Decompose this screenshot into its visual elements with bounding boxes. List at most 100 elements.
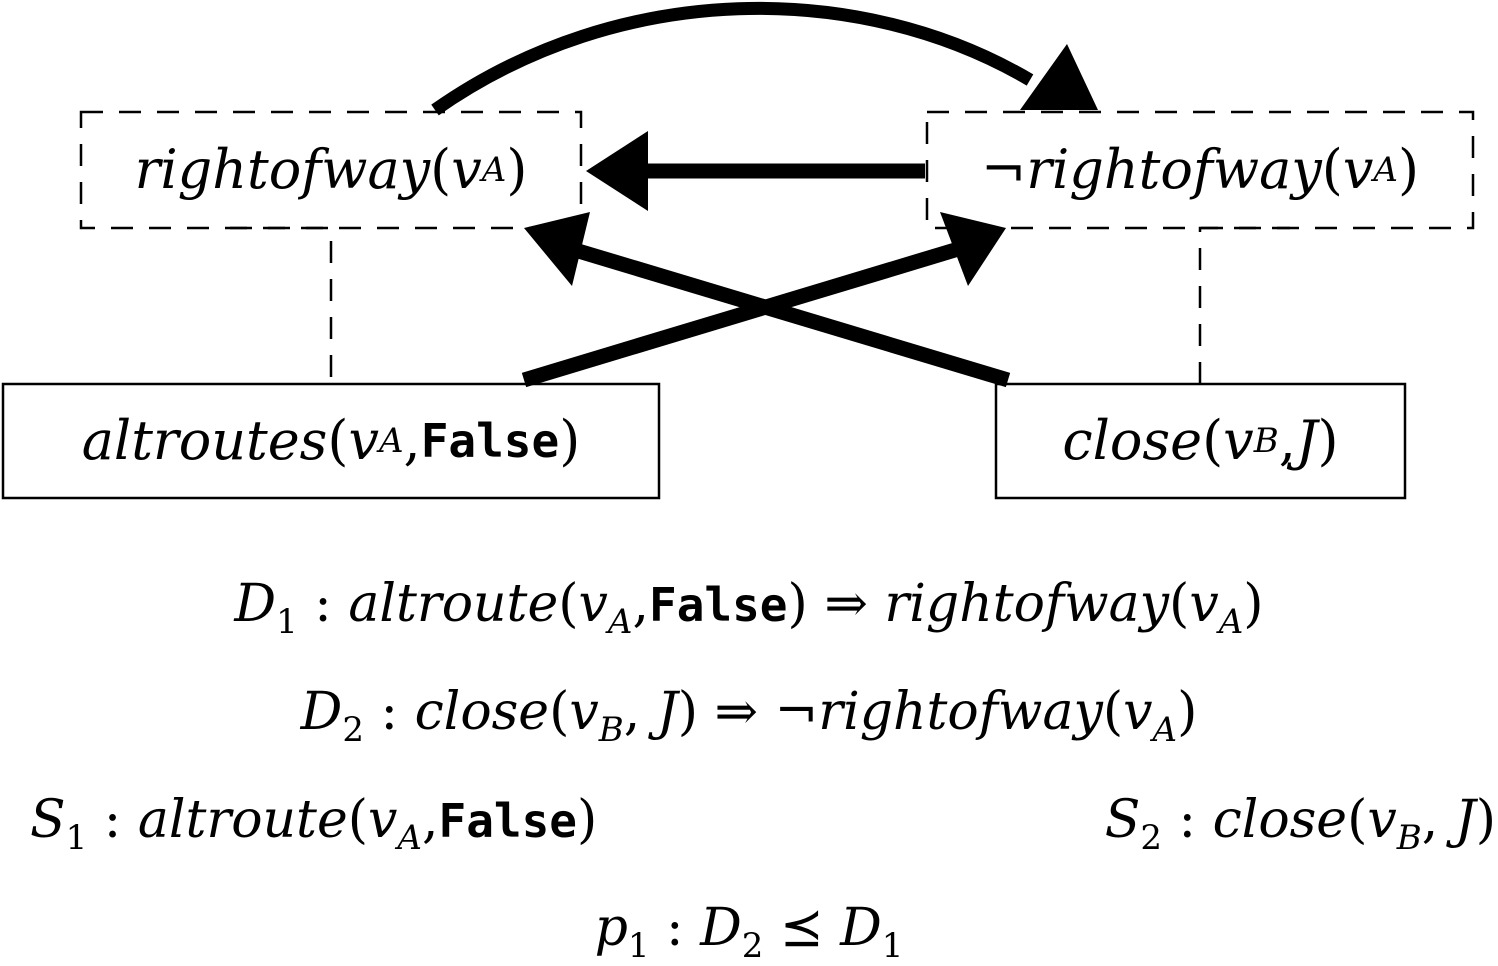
lhs: D bbox=[700, 898, 742, 958]
predicate: altroutes bbox=[81, 409, 328, 472]
rparen: ) bbox=[1475, 790, 1496, 850]
colon: : bbox=[666, 898, 684, 958]
arg: v bbox=[1367, 790, 1397, 850]
arg-sub: B bbox=[1253, 421, 1279, 461]
conclusion: rightofway bbox=[818, 682, 1103, 742]
arg: v bbox=[1189, 574, 1219, 634]
label: S bbox=[30, 790, 66, 850]
predicate: altroute bbox=[137, 790, 348, 850]
formula-d2: D2 : close(vB, J) ⇒ ¬rightofway(vA) bbox=[0, 686, 1498, 747]
arg: v bbox=[578, 574, 608, 634]
conclusion: rightofway bbox=[884, 574, 1170, 634]
arg: v bbox=[368, 790, 398, 850]
edge-arrow-rightofway-to-not bbox=[431, 1, 1034, 116]
lparen: ( bbox=[558, 574, 579, 634]
rparen: ) bbox=[787, 574, 808, 634]
label-sub: 2 bbox=[1140, 818, 1162, 858]
comma: , bbox=[1421, 790, 1455, 850]
rparen: ) bbox=[1317, 409, 1339, 472]
arg: v bbox=[348, 409, 379, 472]
rhs: D bbox=[840, 898, 882, 958]
arg-sub: B bbox=[598, 710, 624, 750]
comma: , bbox=[421, 790, 439, 850]
arg-sub: A bbox=[1152, 710, 1178, 750]
arg-sub: A bbox=[607, 602, 633, 642]
lparen: ( bbox=[1202, 409, 1224, 472]
arrowhead-cross-right bbox=[940, 212, 1006, 286]
rparen: ) bbox=[1243, 574, 1264, 634]
label-sub: 1 bbox=[276, 602, 298, 642]
predicate: rightofway bbox=[1026, 138, 1322, 201]
colon: : bbox=[103, 790, 122, 850]
const-false: False bbox=[649, 578, 788, 632]
colon: : bbox=[380, 682, 399, 742]
lparen: ( bbox=[549, 682, 570, 742]
arg-sub: A bbox=[397, 818, 422, 858]
arg-sub: A bbox=[481, 150, 507, 190]
negation-symbol: ¬ bbox=[774, 682, 819, 742]
negation-symbol: ¬ bbox=[980, 138, 1027, 201]
label-sub: 1 bbox=[627, 926, 650, 966]
dashed-link-altroutes-rightofway bbox=[230, 226, 333, 384]
predicate: close bbox=[1062, 409, 1203, 472]
arg: v bbox=[451, 138, 482, 201]
comma: , bbox=[623, 682, 657, 742]
arg-sub: A bbox=[1373, 150, 1398, 190]
label-sub: 1 bbox=[65, 818, 88, 858]
lparen: ( bbox=[1169, 574, 1190, 634]
arg: v bbox=[1123, 682, 1153, 742]
predicate: rightofway bbox=[134, 138, 431, 201]
arg: v bbox=[569, 682, 599, 742]
arg2: J bbox=[1454, 790, 1476, 850]
lparen: ( bbox=[1102, 682, 1124, 742]
arg-sub: B bbox=[1396, 818, 1422, 858]
comma: , bbox=[632, 574, 649, 634]
const-false: False bbox=[438, 794, 577, 848]
rparen: ) bbox=[506, 138, 528, 201]
rparen: ) bbox=[677, 682, 698, 742]
rhs-sub: 1 bbox=[881, 926, 904, 966]
node-box-not-rightofway bbox=[925, 110, 1475, 230]
lparen: ( bbox=[1321, 138, 1343, 201]
label: D bbox=[234, 574, 277, 634]
formula-s1: S1 : altroute(vA,False) bbox=[30, 794, 597, 855]
label: S bbox=[1104, 790, 1141, 850]
implies-symbol: ⇒ bbox=[824, 574, 868, 634]
label: p bbox=[594, 898, 628, 958]
node-box-rightofway bbox=[79, 110, 583, 230]
implies-symbol: ⇒ bbox=[714, 682, 759, 742]
rparen: ) bbox=[576, 790, 598, 850]
colon: : bbox=[314, 574, 332, 634]
rparen: ) bbox=[1177, 682, 1198, 742]
arg2: J bbox=[1295, 409, 1318, 472]
colon: : bbox=[1178, 790, 1197, 850]
node-box-altroutes bbox=[1, 382, 661, 500]
predicate: close bbox=[1212, 790, 1348, 850]
formula-s2: S2 : close(vB, J) bbox=[1105, 794, 1496, 855]
arg-sub: A bbox=[378, 421, 404, 461]
lparen: ( bbox=[1347, 790, 1368, 850]
comma: , bbox=[403, 409, 421, 472]
predicate: altroute bbox=[348, 574, 559, 634]
label-sub: 2 bbox=[342, 710, 364, 750]
label: D bbox=[300, 682, 343, 742]
arg: v bbox=[1342, 138, 1374, 201]
formula-p1: p1 : D2 ⪯ D1 bbox=[0, 902, 1498, 963]
const-false: False bbox=[420, 414, 560, 468]
comma: , bbox=[1278, 409, 1296, 472]
arrowhead-curved bbox=[1020, 44, 1098, 110]
arrowhead-cross-left bbox=[524, 212, 590, 286]
lparen: ( bbox=[347, 790, 369, 850]
lparen: ( bbox=[430, 138, 452, 201]
arrowhead-horizontal bbox=[586, 131, 648, 211]
predicate: close bbox=[414, 682, 550, 742]
edge-arrow-altroutes-to-not bbox=[521, 242, 958, 388]
edge-arrow-close-to-rightofway bbox=[572, 242, 1011, 388]
rparen: ) bbox=[1397, 138, 1420, 201]
formula-d1: D1 : altroute(vA,False) ⇒ rightofway(vA) bbox=[0, 578, 1498, 639]
dashed-link-close-not-rightofway bbox=[1198, 226, 1290, 384]
arg-sub: A bbox=[1218, 602, 1244, 642]
